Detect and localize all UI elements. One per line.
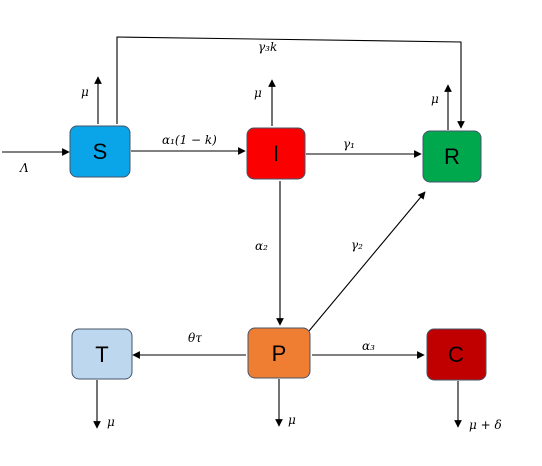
label-s-to-r: γ₃k xyxy=(258,40,277,54)
label-t-death: μ xyxy=(107,415,115,429)
label-s-to-i: α₁(1 − k) xyxy=(162,133,217,147)
label-p-to-t: θτ xyxy=(188,331,202,345)
node-p: P xyxy=(247,327,311,379)
label-p-to-r: γ₂ xyxy=(351,238,363,252)
node-c-box xyxy=(426,328,487,381)
node-s-box xyxy=(69,125,131,178)
label-i-death: μ xyxy=(254,86,262,100)
node-i-label: I xyxy=(273,141,279,166)
label-r-death: μ xyxy=(431,92,439,106)
node-i: I xyxy=(246,127,306,180)
node-s: S xyxy=(69,125,131,178)
label-p-death: μ xyxy=(288,413,296,427)
node-t-box xyxy=(71,328,133,380)
node-c: C xyxy=(426,328,487,381)
node-p-label: P xyxy=(272,341,287,366)
label-p-to-c: α₃ xyxy=(362,339,375,353)
node-c-label: C xyxy=(448,342,464,367)
node-r: R xyxy=(422,130,482,183)
label-inflow: Λ xyxy=(19,161,29,175)
node-t-label: T xyxy=(95,342,108,367)
arrow-p-to-r xyxy=(308,191,426,332)
label-i-to-p: α₂ xyxy=(255,239,268,253)
node-r-box xyxy=(422,130,482,183)
label-s-death: μ xyxy=(81,85,89,99)
node-s-label: S xyxy=(93,139,108,164)
node-t: T xyxy=(71,328,133,380)
node-r-label: R xyxy=(444,144,460,169)
label-i-to-r: γ₁ xyxy=(343,137,355,151)
node-p-box xyxy=(247,327,311,379)
arrow-s-to-r xyxy=(116,36,465,129)
node-i-box xyxy=(246,127,306,180)
label-c-death: μ + δ xyxy=(469,418,502,432)
